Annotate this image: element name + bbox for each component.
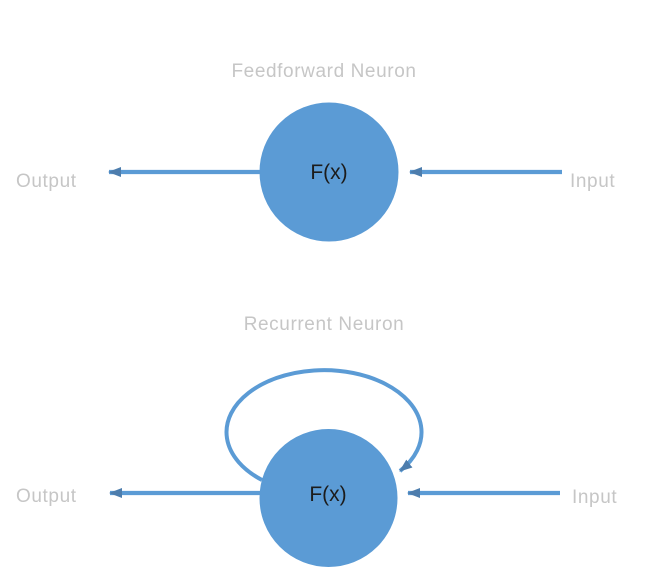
recurrent-input-label: Input (572, 487, 618, 508)
recurrent-output-label: Output (16, 486, 77, 507)
recurrent-node-label: F(x) (309, 483, 347, 506)
recurrent-title: Recurrent Neuron (243, 314, 405, 335)
recurrent-neuron-circle (259, 429, 398, 567)
feedforward-input-label: Input (570, 171, 616, 192)
feedforward-title: Feedforward Neuron (231, 61, 417, 82)
feedforward-output-label: Output (16, 171, 77, 192)
recurrent-loop-arrow (224, 368, 424, 482)
feedforward-node-label: F(x) (310, 161, 348, 184)
